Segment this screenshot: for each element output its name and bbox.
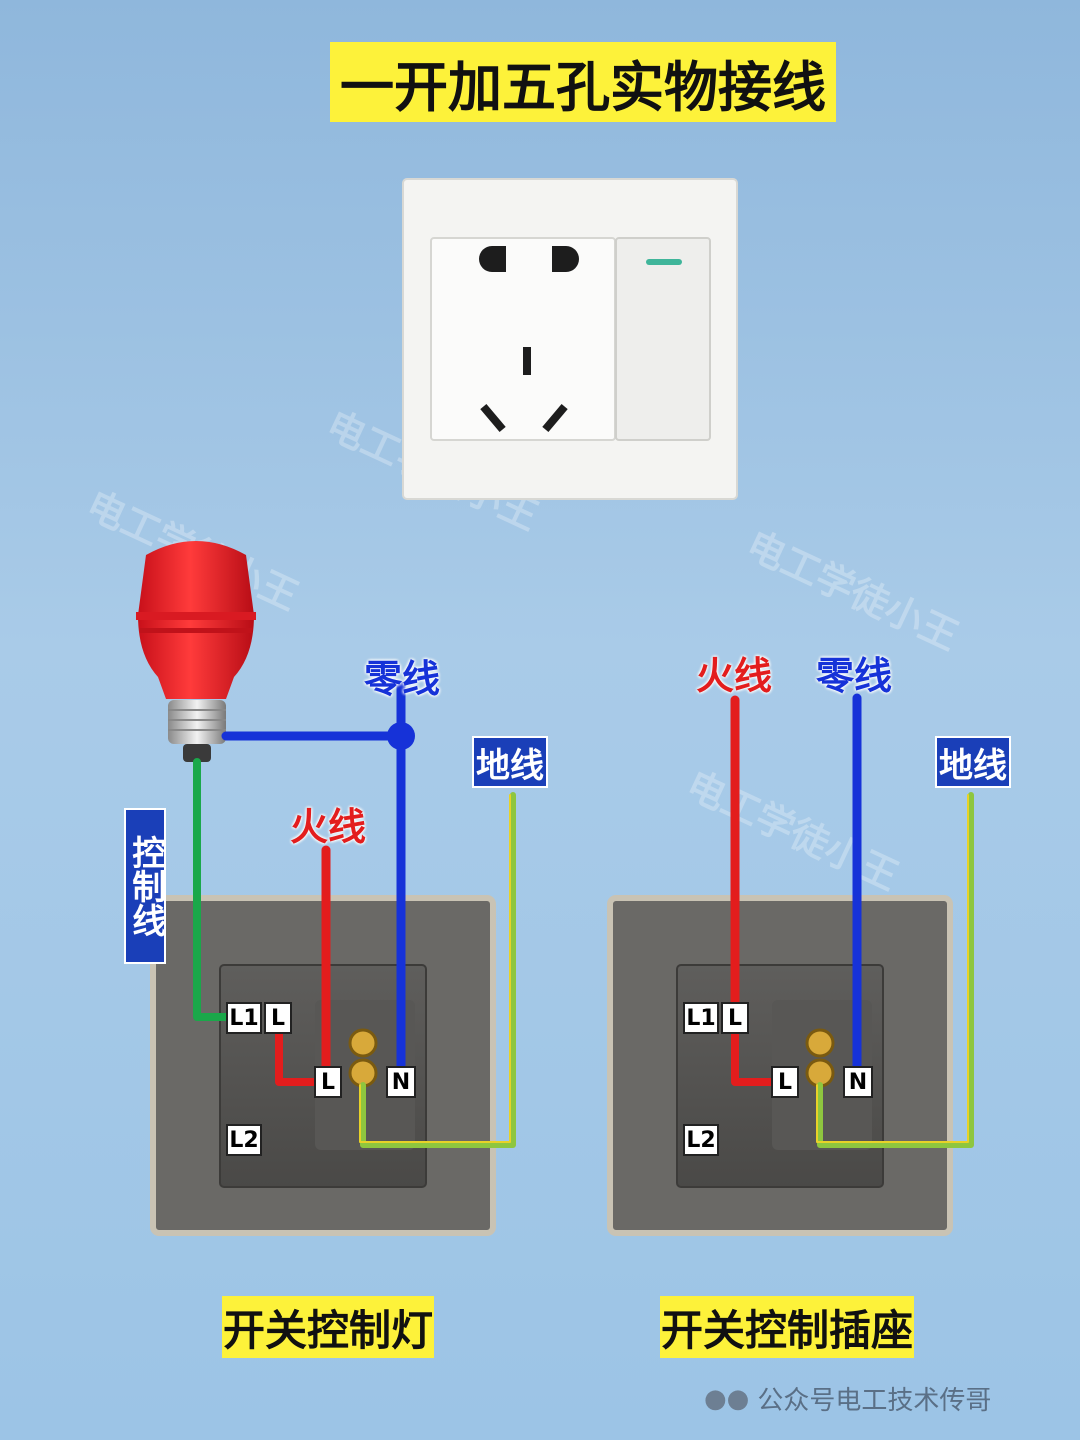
socket-hole	[479, 246, 506, 272]
light-bulb	[136, 541, 256, 762]
right-terminal-n: N	[843, 1066, 873, 1098]
left-live-label: 火线	[290, 805, 367, 849]
left-caption: 开关控制灯	[222, 1296, 434, 1358]
left-terminal-l2: L2	[226, 1124, 262, 1156]
right-terminal-l-switch: L	[721, 1002, 749, 1034]
right-terminal-l-socket: L	[771, 1066, 799, 1098]
right-terminal-l1: L1	[683, 1002, 719, 1034]
credit-label: 公众号电工技术传哥	[757, 1386, 992, 1416]
right-ground-label: 地线	[935, 736, 1011, 788]
left-neutral-label: 零线	[364, 657, 441, 701]
socket-hole	[480, 403, 506, 433]
rocker-switch	[615, 237, 711, 441]
junction-dot	[387, 722, 415, 750]
left-wiring	[193, 681, 516, 1148]
right-terminal-l2: L2	[683, 1124, 719, 1156]
switch-socket-panel	[402, 178, 738, 500]
credit-text: ●● 公众号电工技术传哥	[704, 1380, 991, 1417]
page-title: 一开加五孔实物接线	[330, 42, 836, 122]
ground-screw	[805, 1028, 835, 1058]
indicator-light	[646, 259, 682, 265]
right-wiring	[730, 693, 974, 1148]
right-neutral-label: 零线	[816, 654, 893, 698]
right-live-label: 火线	[696, 654, 773, 698]
socket-hole	[552, 246, 579, 272]
wechat-icon: ●●	[704, 1383, 750, 1414]
left-terminal-l1: L1	[226, 1002, 262, 1034]
left-ground-label: 地线	[472, 736, 548, 788]
socket-hole	[523, 347, 531, 375]
control-wire-text: 控制线	[125, 835, 166, 937]
left-terminal-n: N	[386, 1066, 416, 1098]
right-caption: 开关控制插座	[660, 1296, 914, 1358]
control-wire-label: 控制线	[124, 808, 166, 964]
left-terminal-l-switch: L	[264, 1002, 292, 1034]
socket-hole	[542, 403, 568, 433]
ground-screw	[348, 1028, 378, 1058]
left-terminal-l-socket: L	[314, 1066, 342, 1098]
